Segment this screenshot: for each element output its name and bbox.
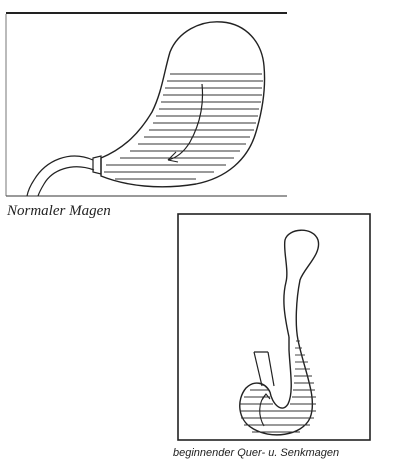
descended-stomach-inner-arrow [260,394,270,426]
descended-duodenum [254,352,274,386]
descended-stomach-inner-curve [270,337,291,408]
pylorus [93,156,101,174]
descended-stomach-fluid-hatching [240,341,316,432]
duodenum-tube-inner [38,167,94,196]
bottom-frame [178,214,370,440]
normal-stomach-fluid-hatching [104,74,263,179]
duodenum-tube [27,156,93,196]
caption-descended-stomach: beginnender Quer- u. Senkmagen [173,447,339,459]
descended-stomach-figure [178,214,370,440]
caption-normal-stomach: Normaler Magen [7,203,111,220]
normal-stomach-outline [101,22,265,187]
normal-stomach-figure [6,13,287,196]
